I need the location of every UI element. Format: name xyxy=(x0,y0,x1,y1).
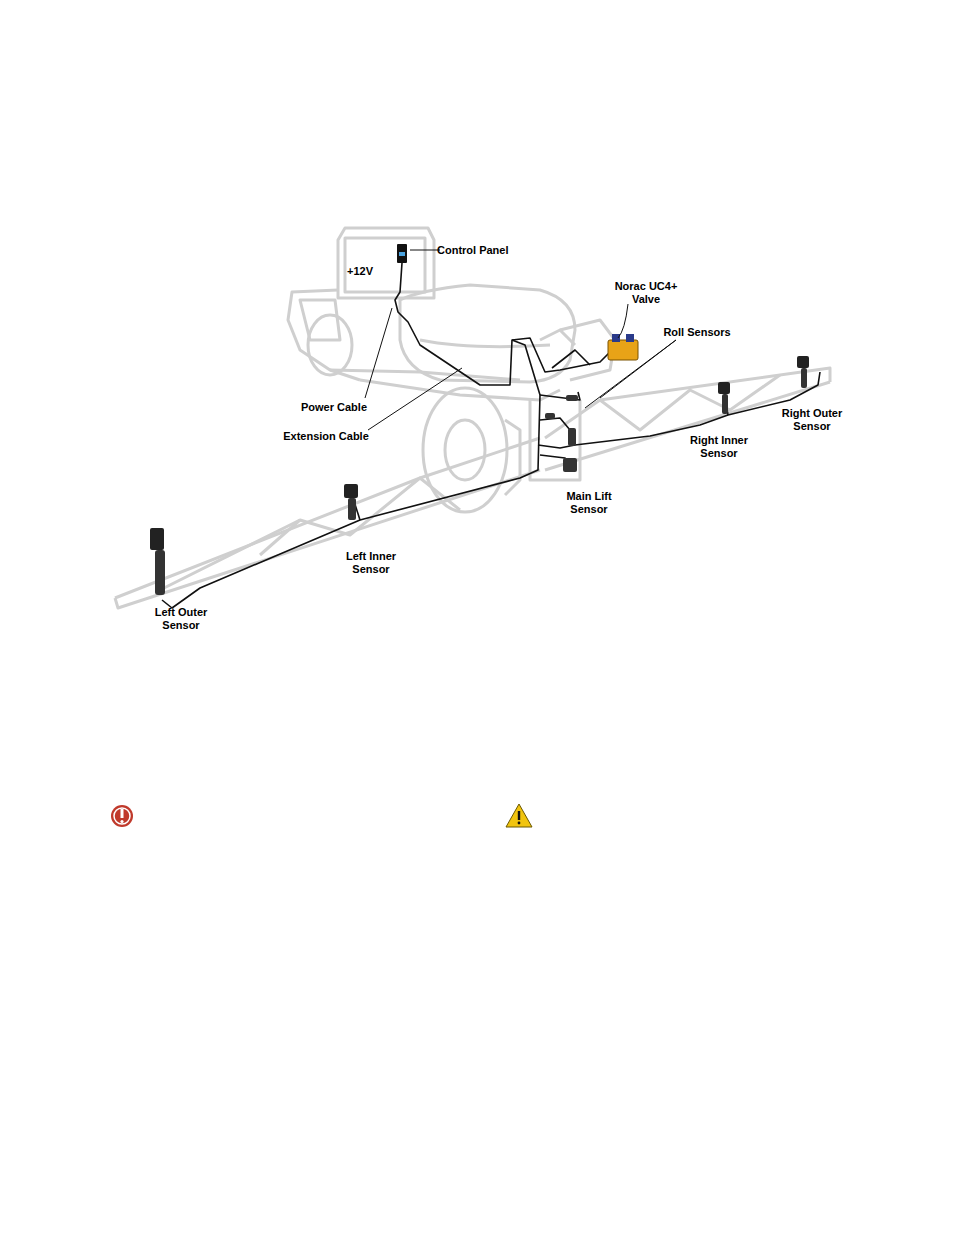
callout-label: +12V xyxy=(340,265,380,278)
cable-harness xyxy=(162,263,820,608)
callout-label: Left Inner Sensor xyxy=(338,550,404,576)
warning-icon xyxy=(506,804,532,827)
sensor-units xyxy=(150,356,809,595)
callout-label: Norac UC4+ Valve xyxy=(611,280,681,306)
leader-lines xyxy=(365,250,676,430)
callout-label: Extension Cable xyxy=(271,430,381,443)
control-panel xyxy=(397,244,407,263)
callout-label: Roll Sensors xyxy=(652,326,742,339)
sprayer-outline xyxy=(115,228,830,608)
valve xyxy=(608,334,638,360)
callout-label: Control Panel xyxy=(437,244,527,257)
danger-icon xyxy=(111,805,133,827)
callout-label: Right Outer Sensor xyxy=(776,407,848,433)
callout-label: Power Cable xyxy=(289,401,379,414)
callout-label: Left Outer Sensor xyxy=(147,606,215,632)
callout-label: Right Inner Sensor xyxy=(683,434,755,460)
callout-label: Main Lift Sensor xyxy=(558,490,620,516)
